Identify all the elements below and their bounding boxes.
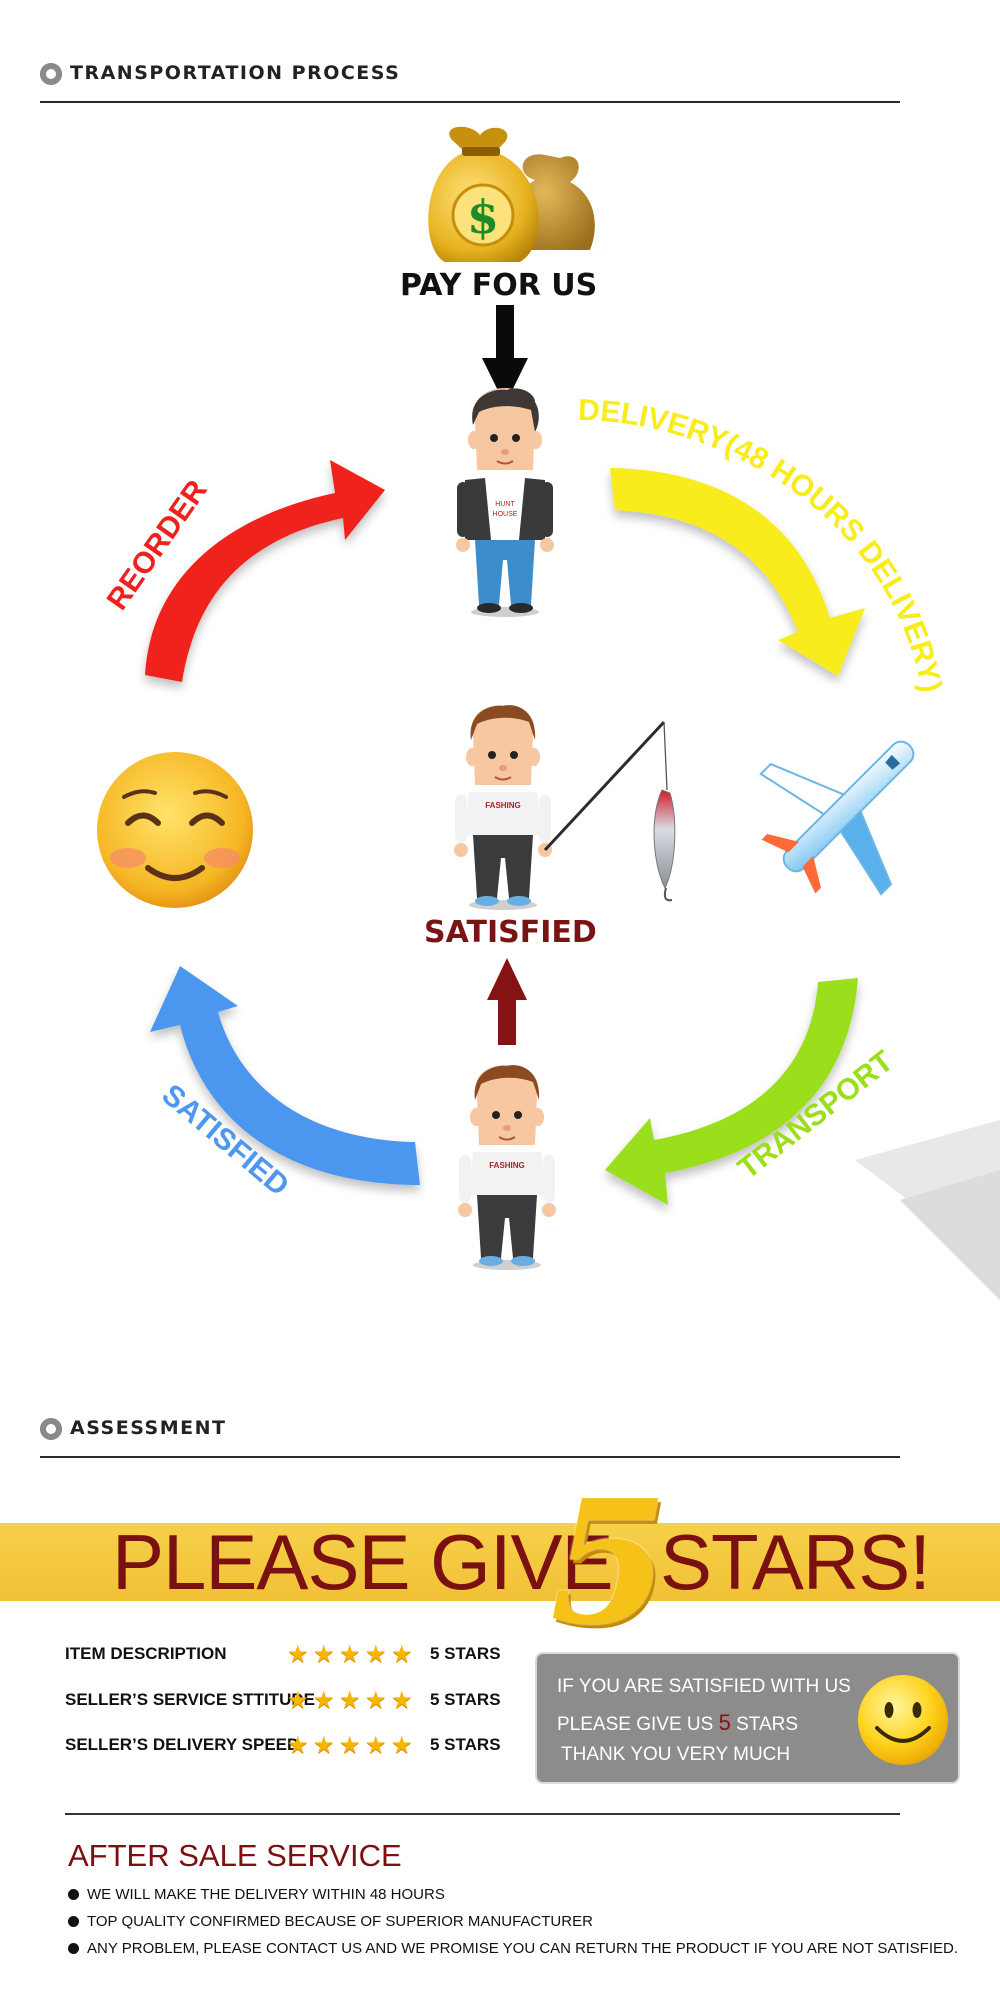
star-icon: ★	[339, 1641, 361, 1668]
star-icon: ★	[287, 1641, 309, 1668]
after-sale-item: ANY PROBLEM, PLEASE CONTACT US AND WE PR…	[68, 1940, 958, 1957]
satisfied-arrow	[150, 966, 420, 1185]
after-sale-item: TOP QUALITY CONFIRMED BECAUSE OF SUPERIO…	[68, 1913, 593, 1930]
rating-label: SELLER’S DELIVERY SPEED	[65, 1735, 300, 1754]
rating-label: ITEM DESCRIPTION	[65, 1644, 227, 1663]
star-icon: ★	[287, 1732, 309, 1759]
arrow-down-icon	[482, 305, 528, 405]
after-sale-item: WE WILL MAKE THE DELIVERY WITHIN 48 HOUR…	[68, 1886, 445, 1903]
section-divider	[65, 1813, 900, 1815]
fishing-rod-lure	[543, 720, 676, 902]
header-underline	[40, 1456, 900, 1458]
rating-row: SELLER’S SERVICE STTITUDE ★★★★★ 5 STARS	[65, 1686, 525, 1716]
delivery-arrow	[610, 468, 865, 676]
money-bag-icon: $	[428, 126, 595, 262]
reorder-arrow	[145, 460, 385, 682]
rating-row: ITEM DESCRIPTION ★★★★★ 5 STARS	[65, 1640, 525, 1670]
fishing-boy-avatar: FASHING	[454, 705, 552, 910]
transport-arrow	[605, 978, 858, 1205]
svg-text:FASHING: FASHING	[489, 1161, 525, 1170]
assessment-section-header: ASSESSMENT	[40, 1410, 900, 1458]
star-icon: ★	[365, 1687, 387, 1714]
box-line-1: IF YOU ARE SATISFIED WITH US	[557, 1676, 851, 1697]
smiley-face-icon	[858, 1675, 948, 1765]
star-icon: ★	[339, 1687, 361, 1714]
svg-text:HOUSE: HOUSE	[493, 511, 518, 518]
star-rating: ★★★★★	[287, 1640, 417, 1668]
box-line-2: PLEASE GIVE US 5 STARS	[557, 1710, 799, 1735]
airplane-icon	[759, 740, 915, 896]
customer-bottom-avatar: FASHING	[458, 1065, 556, 1270]
bullet-icon	[68, 1943, 79, 1954]
rating-value: 5 STARS	[430, 1644, 501, 1663]
bullet-icon	[68, 1916, 79, 1927]
star-icon: ★	[313, 1732, 335, 1759]
svg-text:FASHING: FASHING	[485, 801, 521, 810]
smiling-emoji-icon	[97, 752, 253, 908]
svg-text:HUNT: HUNT	[495, 501, 515, 508]
star-icon: ★	[391, 1732, 413, 1759]
star-rating: ★★★★★	[287, 1686, 417, 1714]
rating-row: SELLER’S DELIVERY SPEED ★★★★★ 5 STARS	[65, 1731, 525, 1761]
after-sale-title: AFTER SALE SERVICE	[68, 1838, 402, 1873]
star-icon: ★	[365, 1732, 387, 1759]
rating-value: 5 STARS	[430, 1735, 501, 1754]
star-icon: ★	[391, 1641, 413, 1668]
banner-big-five: 5	[550, 1463, 669, 1663]
star-icon: ★	[313, 1641, 335, 1668]
star-icon: ★	[391, 1687, 413, 1714]
header-underline	[40, 101, 900, 103]
svg-text:$: $	[467, 190, 499, 244]
bullet-circle-icon	[40, 63, 62, 85]
star-rating: ★★★★★	[287, 1731, 417, 1759]
pay-for-us-label: PAY FOR US	[400, 268, 598, 303]
decorative-shapes	[855, 1120, 1000, 1300]
star-icon: ★	[339, 1732, 361, 1759]
star-icon: ★	[287, 1687, 309, 1714]
arrow-up-icon	[487, 958, 527, 1045]
assessment-section-title: ASSESSMENT	[70, 1417, 227, 1439]
customer-jacket-avatar: HUNT HOUSE	[456, 388, 554, 617]
box-line-3: THANK YOU VERY MUCH	[561, 1744, 791, 1765]
rating-value: 5 STARS	[430, 1690, 501, 1709]
rating-label: SELLER’S SERVICE STTITUDE	[65, 1690, 316, 1709]
transport-cycle-diagram: $ HUNT HOUSE	[97, 126, 1000, 1300]
bullet-circle-icon	[40, 1418, 62, 1440]
transport-section-header: TRANSPORTATION PROCESS	[40, 55, 900, 103]
bullet-icon	[68, 1889, 79, 1900]
transport-section-title: TRANSPORTATION PROCESS	[70, 62, 401, 84]
star-icon: ★	[365, 1641, 387, 1668]
banner-text-right: STARS!	[660, 1518, 931, 1606]
banner-text-left: PLEASE GIVE	[112, 1518, 614, 1606]
star-icon: ★	[313, 1687, 335, 1714]
five-stars-banner	[0, 1523, 1000, 1601]
satisfied-message-box: IF YOU ARE SATISFIED WITH US PLEASE GIVE…	[535, 1652, 960, 1784]
satisfied-center-label: SATISFIED	[424, 915, 597, 950]
